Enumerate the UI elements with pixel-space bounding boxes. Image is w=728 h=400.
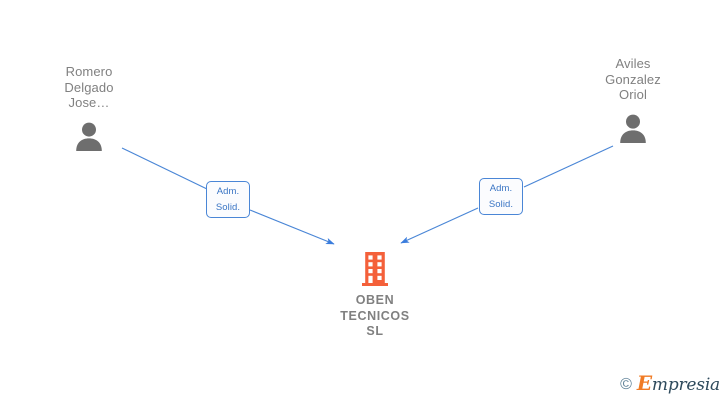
edge-line-left-tail <box>249 209 335 245</box>
building-icon[interactable] <box>362 252 388 286</box>
empresia-watermark: © Empresia <box>620 373 720 395</box>
edge-label-adm-solid-left[interactable]: Adm. Solid. <box>206 181 250 218</box>
copyright-icon: © <box>620 375 632 393</box>
person-icon[interactable] <box>618 114 648 143</box>
edge-line-left <box>121 147 208 190</box>
person-node-romero-delgado-jose[interactable]: Romero Delgado Jose… <box>14 64 164 151</box>
person-icon[interactable] <box>74 122 104 151</box>
brand-name: Empresia <box>637 373 720 395</box>
edge-line-right <box>523 145 614 188</box>
person-label: Aviles Gonzalez Oriol <box>605 56 661 102</box>
edge-label-adm-solid-right[interactable]: Adm. Solid. <box>479 178 523 215</box>
brand-initial: E <box>636 371 652 395</box>
company-label: OBEN TECNICOS SL <box>340 293 410 338</box>
edge-label-line-2: Solid. <box>215 202 241 213</box>
edge-label-line-1: Adm. <box>489 183 513 194</box>
person-node-aviles-gonzalez-oriol[interactable]: Aviles Gonzalez Oriol <box>558 56 708 143</box>
edge-label-line-2: Solid. <box>488 199 514 210</box>
brand-rest: mpresia <box>651 375 720 395</box>
person-label: Romero Delgado Jose… <box>64 64 114 110</box>
edge-label-line-1: Adm. <box>216 186 240 197</box>
edge-line-right-tail <box>400 207 479 244</box>
company-node-oben-tecnicos-sl[interactable]: OBEN TECNICOS SL <box>315 252 435 340</box>
